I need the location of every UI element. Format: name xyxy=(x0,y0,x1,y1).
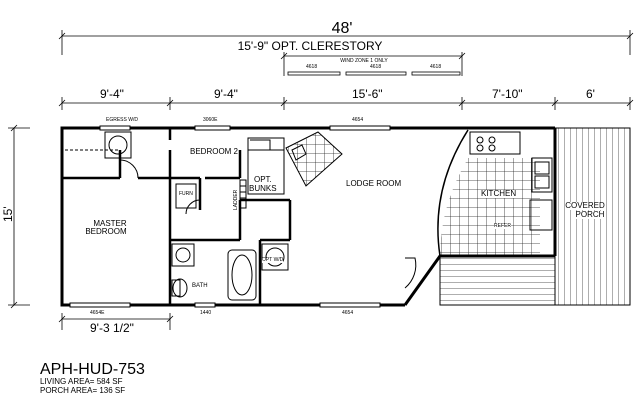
kitchen-floor xyxy=(437,129,540,257)
room-label-porch-1: COVERED xyxy=(565,201,605,210)
overall-depth-label: 15' xyxy=(1,206,15,222)
window-label-lodge-bottom: 4654 xyxy=(342,310,354,316)
room-label-refer: REFER xyxy=(494,223,511,229)
room-label-opt-bunks-2: BUNKS xyxy=(249,184,277,193)
dimension-lines xyxy=(8,30,634,330)
window-label-master: 4654E xyxy=(90,310,105,316)
room-label-furn: FURN xyxy=(179,191,193,197)
room-label-kitchen: KITCHEN xyxy=(481,189,517,198)
room-label-lodge: LODGE ROOM xyxy=(346,179,402,188)
clerestory-label: 15'-9" OPT. CLERESTORY xyxy=(237,39,383,53)
bottom-left-dimension: 9'-3 1/2" xyxy=(90,321,134,335)
clerestory-window-3: 4618 xyxy=(430,64,442,70)
room-label-porch-2: PORCH xyxy=(575,210,605,219)
segment-dimension-3: 15'-6" xyxy=(352,87,383,101)
segment-dimension-5: 6' xyxy=(586,87,595,101)
clerestory-window-2: 4618 xyxy=(370,64,382,70)
room-label-bedroom2: BEDROOM 2 xyxy=(190,147,239,156)
overall-width-label: 48' xyxy=(331,20,353,37)
segment-dimension-4: 7'-10" xyxy=(492,87,523,101)
wind-zone-label: WIND ZONE 1 ONLY xyxy=(340,58,388,64)
fixtures xyxy=(65,131,553,301)
windows xyxy=(69,125,391,308)
room-label-master-1: MASTER xyxy=(93,219,127,228)
model-name: APH-HUD-753 xyxy=(40,361,145,378)
window-label-bath: 1440 xyxy=(200,310,212,316)
room-label-opt-wd: OPT W/D xyxy=(262,257,284,263)
ladder-label: LADDER xyxy=(233,189,239,210)
interior-walls xyxy=(62,128,292,305)
room-label-opt-bunks-1: OPT. xyxy=(254,175,272,184)
window-label-lodge-top: 4654 xyxy=(352,117,364,123)
room-label-master-2: BEDROOM xyxy=(85,227,127,236)
clerestory-window-1: 4618 xyxy=(306,64,318,70)
living-area: LIVING AREA= 584 SF xyxy=(40,377,123,386)
window-label-egress: EGRESS W/D xyxy=(106,117,138,123)
window-label-bedroom2: 3060E xyxy=(203,117,218,123)
segment-dimension-1: 9'-4" xyxy=(100,87,124,101)
room-label-bath: BATH xyxy=(192,283,208,289)
segment-dimension-2: 9'-4" xyxy=(214,87,238,101)
porch-area: PORCH AREA= 136 SF xyxy=(40,386,126,395)
